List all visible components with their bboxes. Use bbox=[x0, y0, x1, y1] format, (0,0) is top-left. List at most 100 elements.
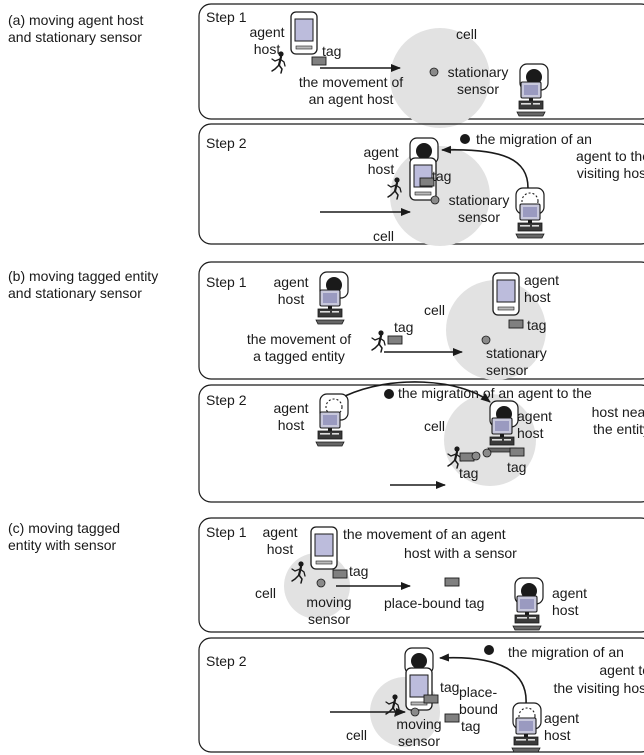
caption-a-line1: (a) moving agent host bbox=[8, 12, 144, 28]
agent-host-label-line2: host bbox=[552, 602, 579, 618]
sensor-label-line1: moving bbox=[306, 594, 352, 610]
cell-label: cell bbox=[373, 228, 395, 244]
step-title: Step 1 bbox=[206, 274, 247, 290]
migration-arrow bbox=[344, 381, 491, 403]
desktop-computer-icon bbox=[516, 81, 546, 117]
scenario-c bbox=[198, 517, 644, 753]
tag-label: tag bbox=[527, 317, 547, 333]
walking-person-icon bbox=[370, 329, 387, 354]
place-bound-tag-label: place-bound tag bbox=[384, 595, 485, 611]
migration-label-line1: the migration of an agent to the bbox=[398, 385, 592, 401]
agent-host-label-line1: agent bbox=[524, 272, 560, 288]
step-title: Step 2 bbox=[206, 392, 247, 408]
tag-label: tag bbox=[322, 43, 342, 59]
agent-host-device-icon bbox=[290, 11, 318, 55]
sensor-label-line1: moving bbox=[396, 716, 442, 732]
agent-host-label-line1: agent bbox=[517, 408, 553, 424]
caption-b-line2: and stationary sensor bbox=[8, 285, 142, 301]
sensor-label-line1: stationary bbox=[486, 345, 547, 361]
sensor-label-line2: sensor bbox=[456, 81, 500, 97]
cell-label: cell bbox=[346, 727, 368, 743]
sensor-dot bbox=[316, 578, 326, 588]
agent-host-label-line1: agent bbox=[363, 144, 399, 160]
cell-label: cell bbox=[255, 585, 277, 601]
tag-label: tag bbox=[349, 563, 369, 579]
step-title: Step 2 bbox=[206, 653, 247, 669]
migration-label-line2: host near bbox=[591, 404, 644, 420]
place-bound-tag-label-line1: place- bbox=[459, 684, 498, 700]
agent-host-device-icon bbox=[310, 526, 338, 570]
cell-circle bbox=[446, 280, 546, 380]
scenario-b bbox=[198, 261, 644, 503]
place-bound-tag-label-line2: bound bbox=[459, 701, 498, 717]
step-title: Step 1 bbox=[206, 524, 247, 540]
tag-label: tag bbox=[432, 168, 452, 184]
agent-host-label-line1: agent bbox=[552, 585, 588, 601]
migration-label-line3: the visiting host bbox=[553, 680, 644, 696]
tag-label: tag bbox=[507, 459, 527, 475]
agent-host-label-line1: agent bbox=[249, 24, 285, 40]
agent-host-label-line2: host bbox=[544, 727, 571, 743]
step-title: Step 2 bbox=[206, 135, 247, 151]
sensor-label-line1: stationary bbox=[448, 192, 510, 208]
caption-b-line1: (b) moving tagged entity bbox=[8, 268, 159, 284]
desktop-computer-icon bbox=[511, 717, 541, 753]
desktop-computer-icon bbox=[515, 203, 545, 239]
migration-arrow bbox=[441, 145, 529, 189]
movement-label-line2: an agent host bbox=[308, 91, 394, 107]
tag-label: tag bbox=[459, 465, 479, 481]
panel-b-step1 bbox=[198, 261, 644, 380]
panel-c-step2 bbox=[198, 637, 644, 753]
agent-host-label-line1: agent bbox=[273, 400, 309, 416]
movement-label-line2: host with a sensor bbox=[404, 545, 517, 561]
cell-label: cell bbox=[424, 418, 446, 434]
sensor-dot bbox=[429, 67, 439, 77]
migration-label-line1: the migration of an bbox=[476, 131, 592, 147]
sensor-label-line2: sensor bbox=[397, 733, 441, 749]
sensor-label-line1: stationary bbox=[447, 64, 509, 80]
sensor-label-line2: sensor bbox=[486, 362, 529, 378]
place-bound-tag-label-line3: tag bbox=[461, 718, 481, 734]
caption-c-line1: (c) moving tagged bbox=[8, 520, 121, 536]
tag-icon bbox=[387, 335, 403, 345]
migration-label-line1: the migration of an bbox=[508, 644, 624, 660]
agent-host-label-line2: host bbox=[266, 541, 294, 557]
agent-host-label-line1: agent bbox=[544, 710, 580, 726]
scenario-a bbox=[198, 3, 644, 246]
movement-label-line1: the movement of bbox=[298, 74, 404, 90]
cell-circle bbox=[390, 28, 490, 128]
panel-b-step2 bbox=[198, 384, 644, 503]
desktop-computer-icon bbox=[315, 289, 345, 325]
sensor-dot bbox=[430, 195, 440, 205]
migration-arrow bbox=[439, 653, 527, 705]
tag-icon bbox=[508, 319, 524, 329]
agent-host-label-line1: agent bbox=[273, 274, 309, 290]
sensor-dot bbox=[482, 448, 492, 458]
agent-host-label-line2: host bbox=[277, 291, 305, 307]
agent-host-label-line2: host bbox=[367, 161, 395, 177]
sensor-label-line2: sensor bbox=[457, 209, 501, 225]
agent-host-device-icon bbox=[405, 667, 433, 711]
tag-icon bbox=[332, 569, 348, 579]
tag-label: tag bbox=[440, 679, 460, 695]
movement-label-line2: a tagged entity bbox=[253, 348, 345, 364]
sensor-dot bbox=[471, 451, 481, 461]
agent-host-label-line1: agent bbox=[262, 524, 298, 540]
cell-label: cell bbox=[456, 26, 478, 42]
migration-label-line3: visiting host bbox=[576, 165, 644, 181]
caption-c-line2: entity with sensor bbox=[8, 537, 117, 553]
desktop-computer-icon bbox=[315, 411, 345, 447]
agent-host-label-line2: host bbox=[277, 417, 305, 433]
panel-c-step1 bbox=[198, 517, 644, 633]
step-title: Step 1 bbox=[206, 9, 247, 25]
sensor-label-line2: sensor bbox=[307, 611, 351, 627]
migration-label-line2: agent to bbox=[599, 662, 644, 678]
desktop-computer-icon bbox=[512, 595, 542, 631]
migration-label-line2: agent to the bbox=[576, 148, 644, 164]
movement-label-line1: the movement of an agent bbox=[343, 526, 506, 542]
migration-label-line3: the entity bbox=[593, 421, 644, 437]
sensor-dot bbox=[481, 335, 491, 345]
tag-label: tag bbox=[394, 319, 414, 335]
